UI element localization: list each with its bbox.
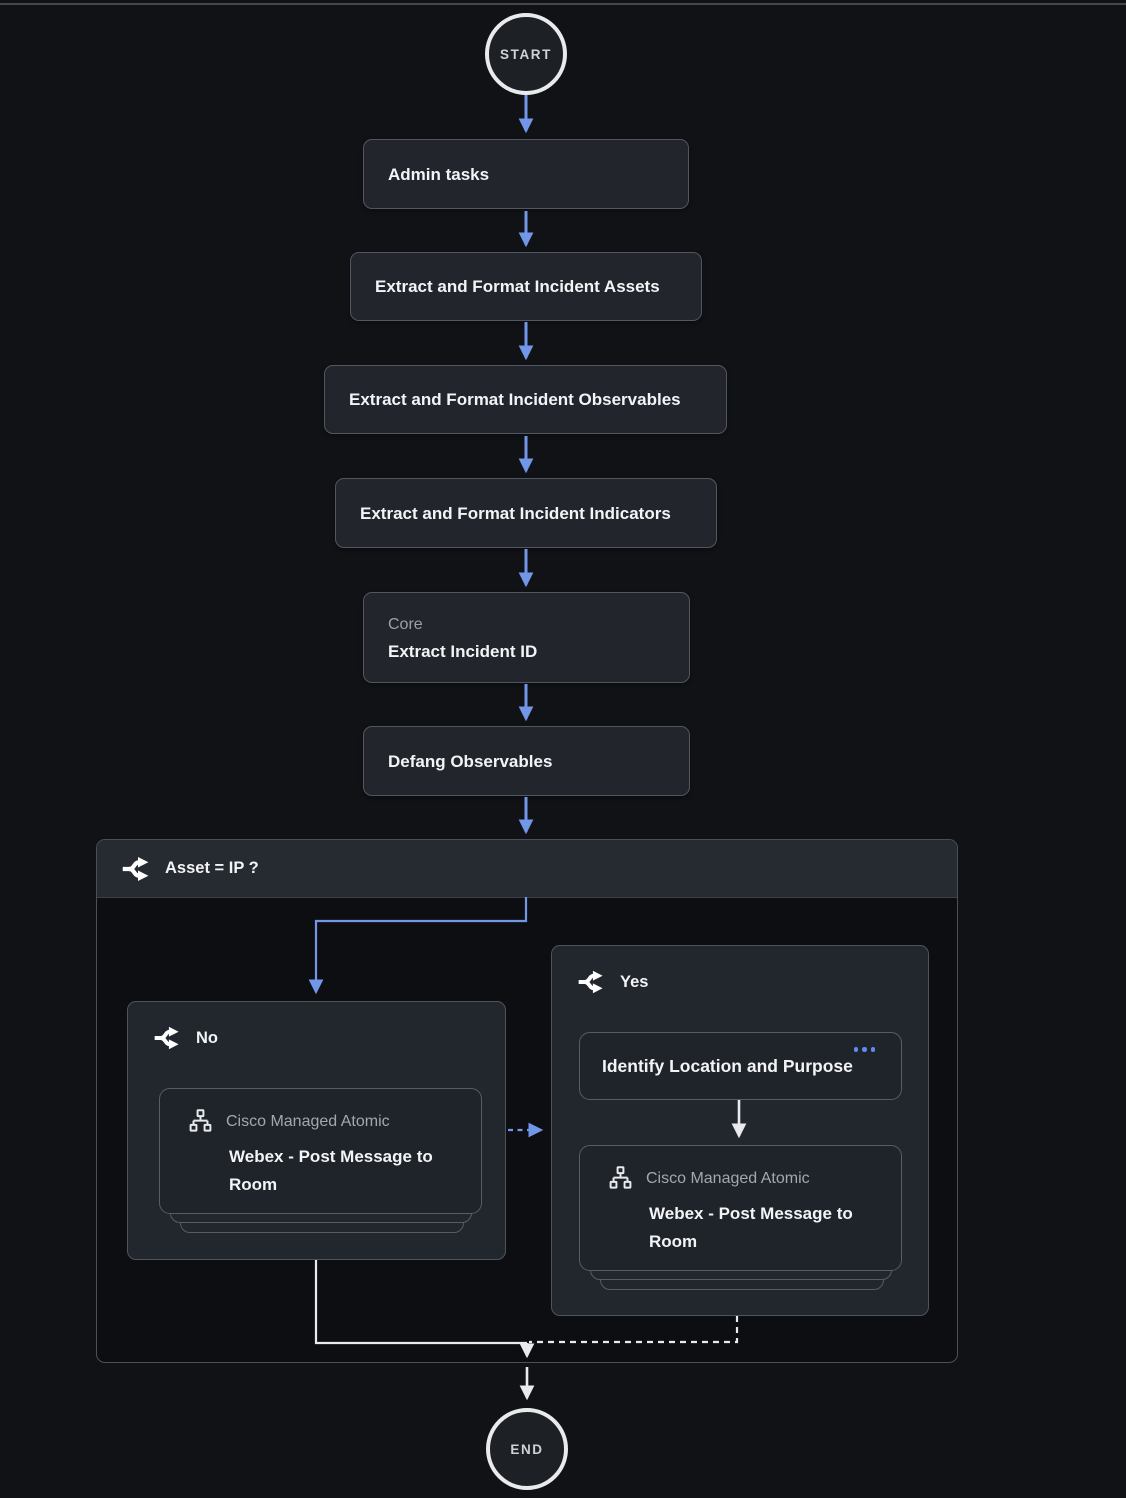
branch-yes-header: Yes: [577, 968, 648, 996]
branch-no[interactable]: No Cisco Managed Atomic Webex - Post Mes…: [127, 1001, 506, 1260]
card-title: Webex - Post Message to Room: [649, 1204, 853, 1251]
card-category: Cisco Managed Atomic: [646, 1169, 810, 1187]
card-webex-post-message-no[interactable]: Cisco Managed Atomic Webex - Post Messag…: [159, 1088, 482, 1214]
branch-label: Yes: [620, 972, 649, 991]
card-title: Webex - Post Message to Room: [229, 1147, 433, 1194]
end-label: END: [510, 1441, 544, 1457]
sitemap-icon: [609, 1166, 632, 1189]
sitemap-icon: [189, 1109, 212, 1132]
branch-yes[interactable]: Yes Identify Location and Purpose Cisco …: [551, 945, 929, 1316]
node-sublabel: Core: [388, 615, 423, 633]
start-node[interactable]: START: [485, 13, 567, 95]
branch-label: No: [196, 1028, 218, 1047]
node-label: Extract and Format Incident Observables: [349, 390, 681, 409]
node-extract-incident-assets[interactable]: Extract and Format Incident Assets: [350, 252, 702, 321]
node-extract-incident-id[interactable]: Core Extract Incident ID: [363, 592, 690, 683]
node-label: Extract Incident ID: [388, 641, 538, 661]
node-label: Extract and Format Incident Indicators: [360, 503, 671, 523]
card-webex-post-message-yes[interactable]: Cisco Managed Atomic Webex - Post Messag…: [579, 1145, 902, 1271]
node-label: Defang Observables: [388, 751, 553, 771]
node-label: Extract and Format Incident Assets: [375, 277, 660, 296]
branch-icon: [154, 1026, 179, 1050]
node-defang-observables[interactable]: Defang Observables: [363, 726, 690, 796]
card-category: Cisco Managed Atomic: [226, 1112, 390, 1130]
card-identify-location-purpose[interactable]: Identify Location and Purpose: [579, 1032, 902, 1100]
branch-icon: [578, 970, 603, 994]
condition-block-asset-ip[interactable]: Asset = IP ? No: [96, 839, 958, 1363]
branch-icon: [122, 856, 149, 881]
node-admin-tasks[interactable]: Admin tasks: [363, 139, 689, 209]
node-extract-incident-indicators[interactable]: Extract and Format Incident Indicators: [335, 478, 717, 548]
condition-label: Asset = IP ?: [165, 859, 259, 877]
branch-no-header: No: [153, 1024, 218, 1052]
condition-header[interactable]: Asset = IP ?: [97, 840, 957, 898]
more-options-dots-icon[interactable]: [853, 1047, 875, 1052]
end-node[interactable]: END: [486, 1408, 568, 1490]
node-extract-incident-observables[interactable]: Extract and Format Incident Observables: [324, 365, 727, 434]
node-label: Admin tasks: [388, 164, 490, 184]
card-title: Identify Location and Purpose: [602, 1055, 853, 1076]
top-divider: [0, 3, 1126, 5]
start-label: START: [500, 46, 552, 62]
